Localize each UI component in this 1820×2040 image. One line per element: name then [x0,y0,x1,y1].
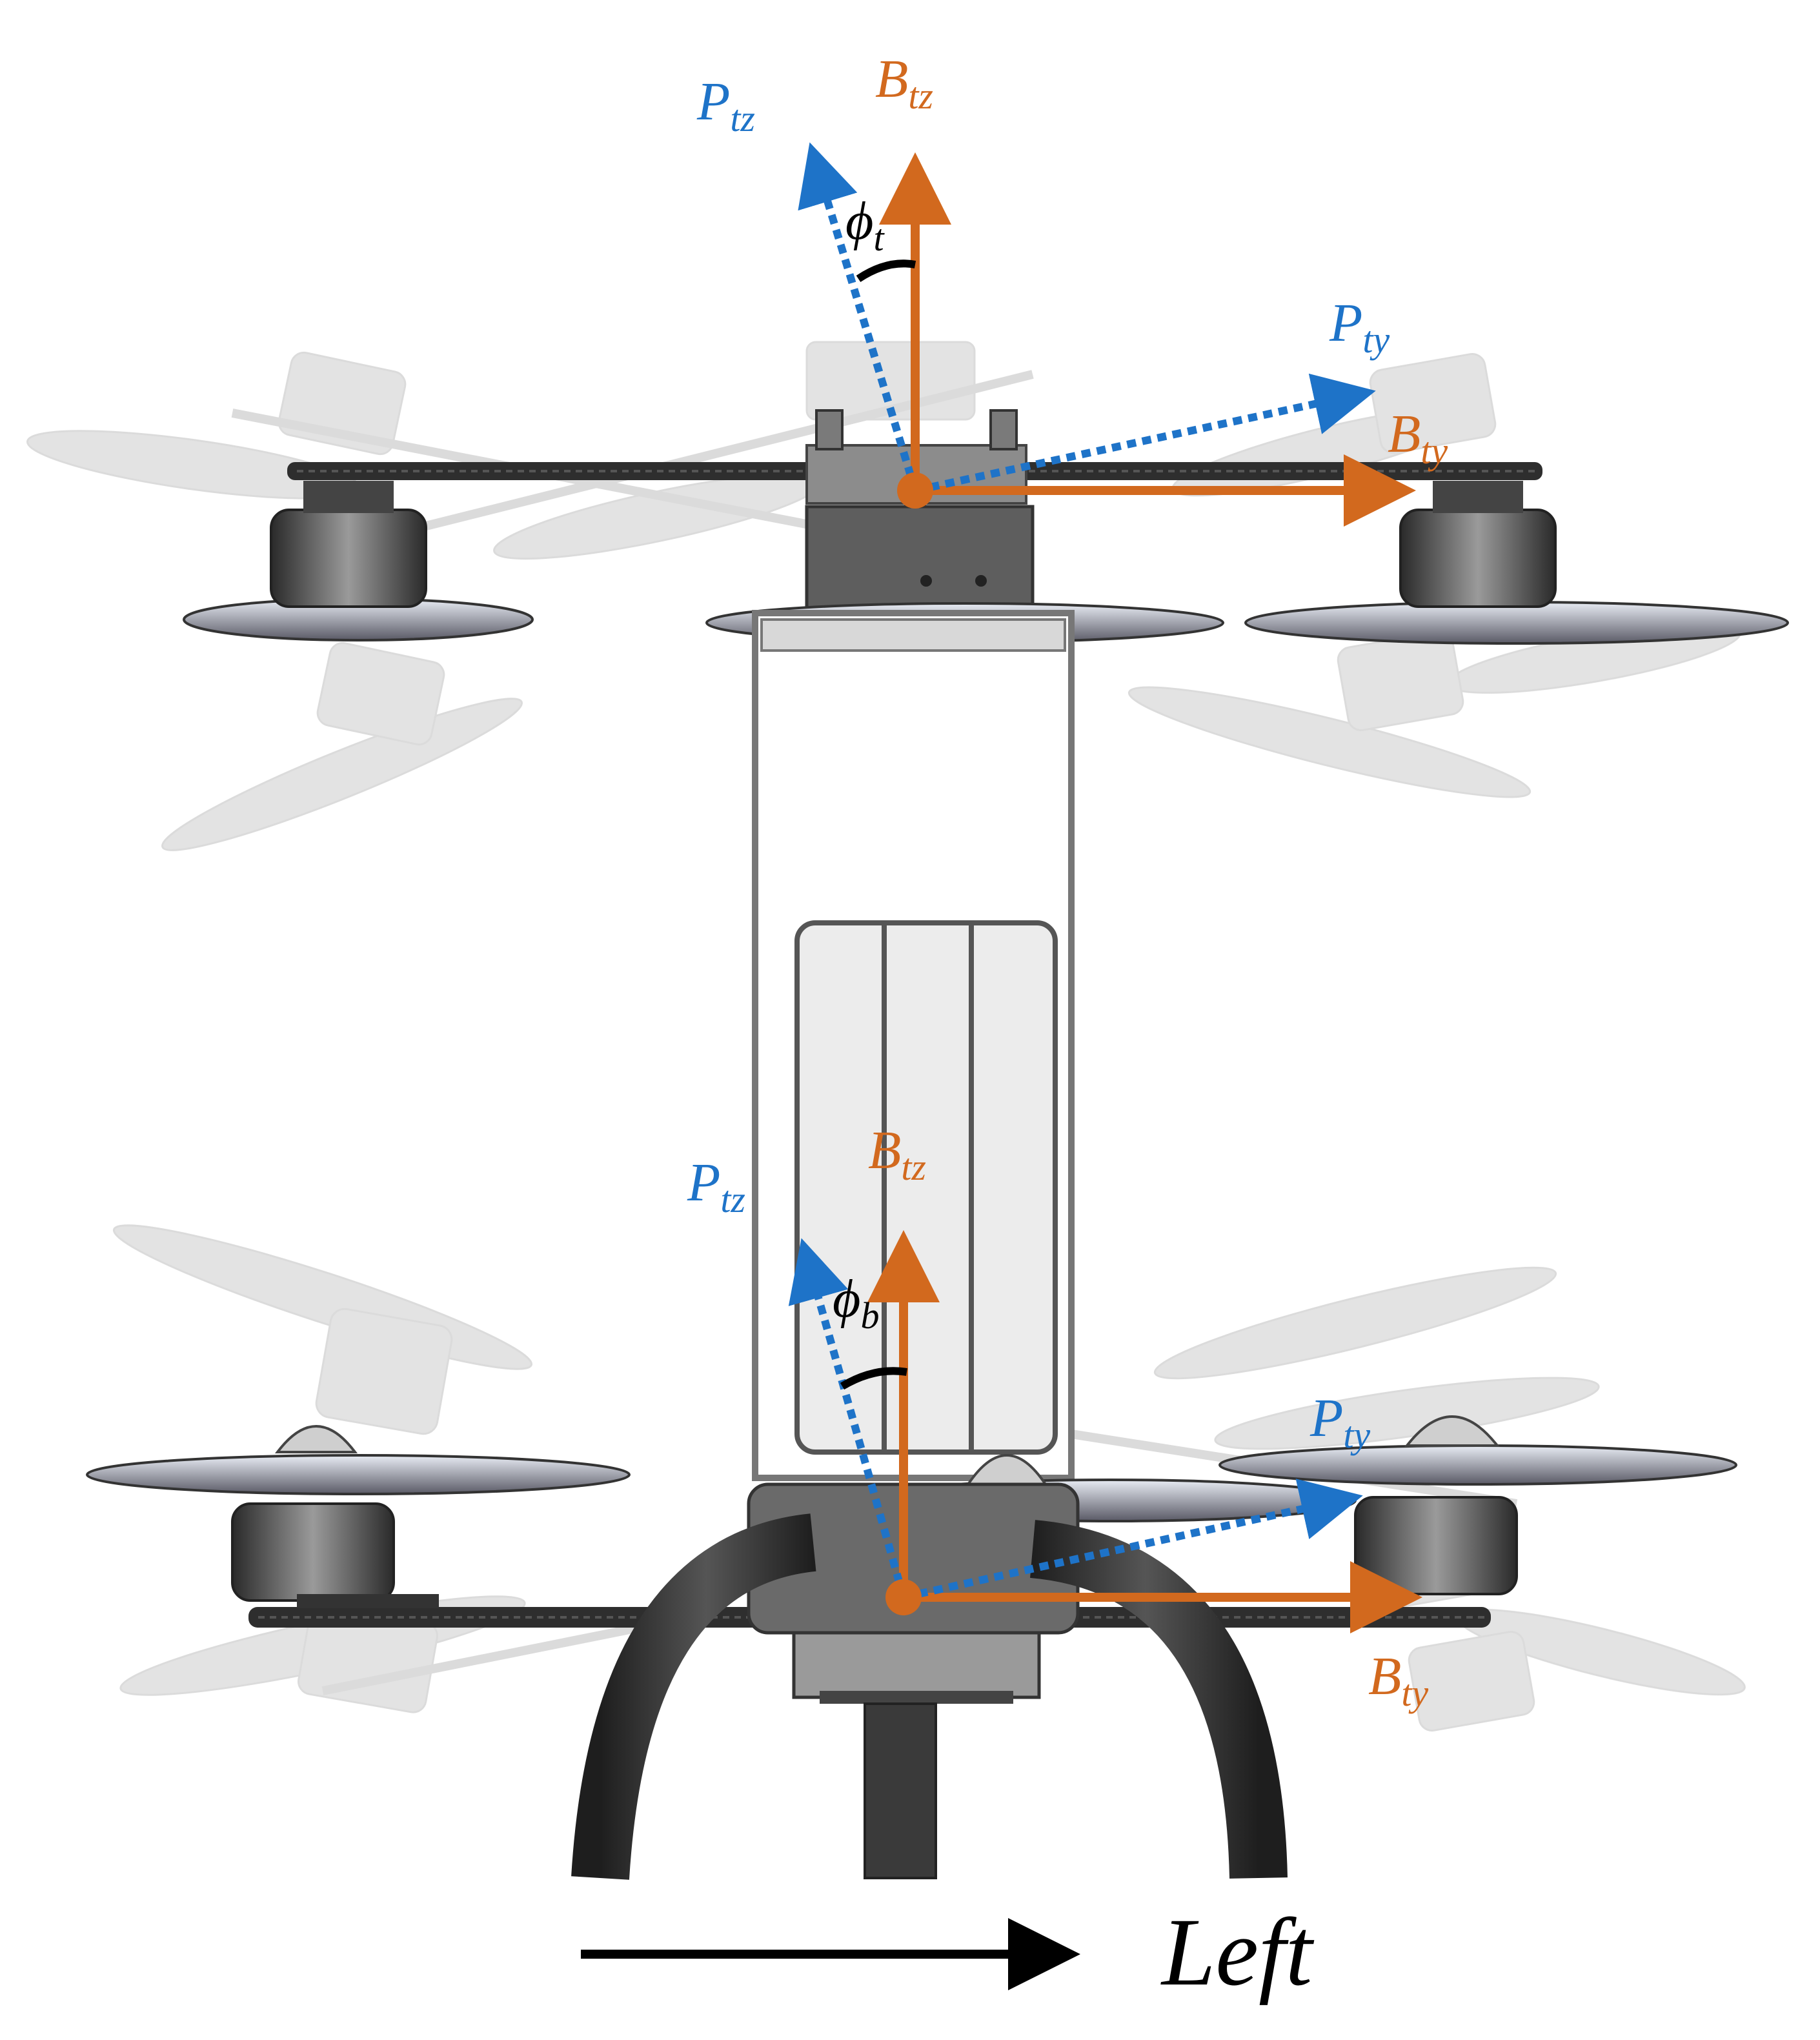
top-p-ty-label: Pty [1329,293,1390,361]
bottom-p-ty-label: Pty [1309,1388,1370,1456]
landing-post-center [864,1702,937,1879]
top-p-tz-arrow [798,142,919,492]
top-left-motor [183,481,534,641]
left-direction-label: Left [1160,1899,1315,2006]
top-origin-dot [897,472,933,509]
bottom-axes [788,1230,1422,1633]
bottom-b-ty-label: Bty [1368,1646,1428,1714]
landing-leg-right [1029,1520,1288,1879]
bottom-origin-dot [885,1579,922,1615]
bottom-angle-arc [840,1367,907,1390]
top-b-tz-label: Btz [875,49,933,117]
bottom-p-tz-label: Ptz [687,1153,745,1220]
top-angle-arc [856,259,916,283]
top-b-ty-label: Bty [1388,404,1448,472]
bottom-angle-label: ϕb [833,1269,879,1337]
bottom-stage [86,1415,1737,1880]
battery-pack [794,920,1058,1455]
top-hub-motor-housing [805,505,1035,612]
landing-leg-left [571,1513,817,1880]
top-p-tz-label: Ptz [696,72,755,139]
bottom-left-motor [86,1425,631,1608]
ghost-tilted-frame [26,341,1746,1732]
top-angle-label: ϕt [845,191,885,259]
bottom-b-tz-label: Btz [868,1120,926,1188]
top-axes [798,142,1416,527]
top-stage [183,409,1789,645]
top-right-motor [1244,481,1789,645]
